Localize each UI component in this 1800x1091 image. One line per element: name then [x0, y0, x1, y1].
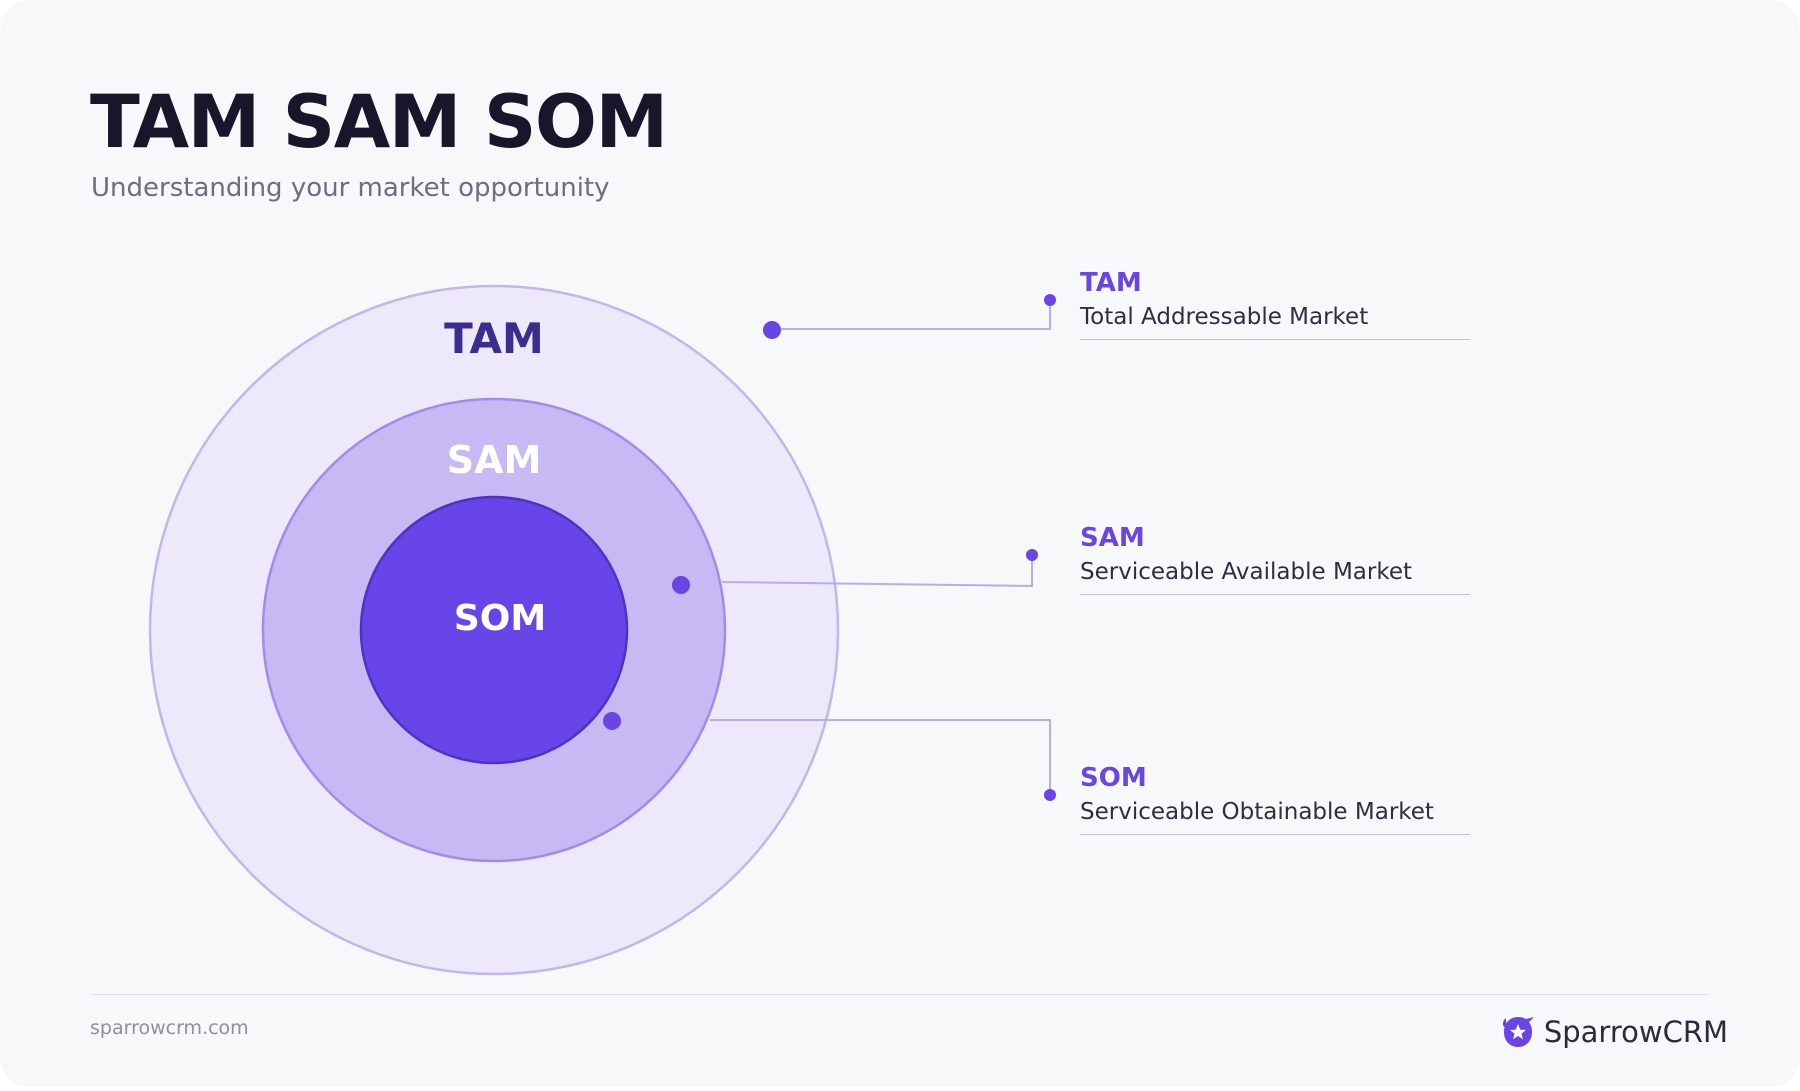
footer-divider — [90, 994, 1710, 995]
legend-full-som: Serviceable Obtainable Market — [1080, 799, 1434, 825]
legend-abbr-sam: SAM — [1080, 523, 1145, 553]
legend-item-som: SOM Serviceable Obtainable Market — [1080, 761, 1470, 835]
sparrow-logo-icon — [1502, 1017, 1534, 1047]
sam-connector — [721, 555, 1033, 588]
sam-end-dot — [1026, 549, 1038, 561]
som-connector — [710, 719, 1051, 795]
sam-anchor-dot — [672, 576, 690, 594]
legend-item-tam: TAM Total Addressable Market — [1080, 266, 1470, 340]
legend-abbr-tam: TAM — [1080, 268, 1142, 298]
som-anchor-dot — [603, 712, 621, 730]
brand-name: SparrowCRM — [1543, 1015, 1728, 1049]
page-subtitle: Understanding your market opportunity — [91, 173, 610, 203]
legend-full-sam: Serviceable Available Market — [1080, 559, 1413, 585]
tam-ring-label: TAM — [444, 314, 544, 363]
tam-end-dot — [1044, 294, 1056, 306]
footer-url[interactable]: sparrowcrm.com — [90, 1017, 249, 1039]
legend-abbr-som: SOM — [1080, 763, 1147, 793]
page-title: TAM SAM SOM — [90, 80, 668, 165]
som-ring — [359, 495, 629, 765]
tam-anchor-dot — [763, 321, 781, 339]
sam-ring-label: SAM — [447, 438, 542, 482]
som-ring-label: SOM — [454, 598, 546, 639]
legend-full-tam: Total Addressable Market — [1080, 304, 1369, 330]
tam-connector — [772, 300, 1051, 330]
som-end-dot — [1044, 789, 1056, 801]
legend-item-sam: SAM Serviceable Available Market — [1080, 521, 1470, 595]
brand-logo: SparrowCRM — [1500, 1012, 1728, 1052]
